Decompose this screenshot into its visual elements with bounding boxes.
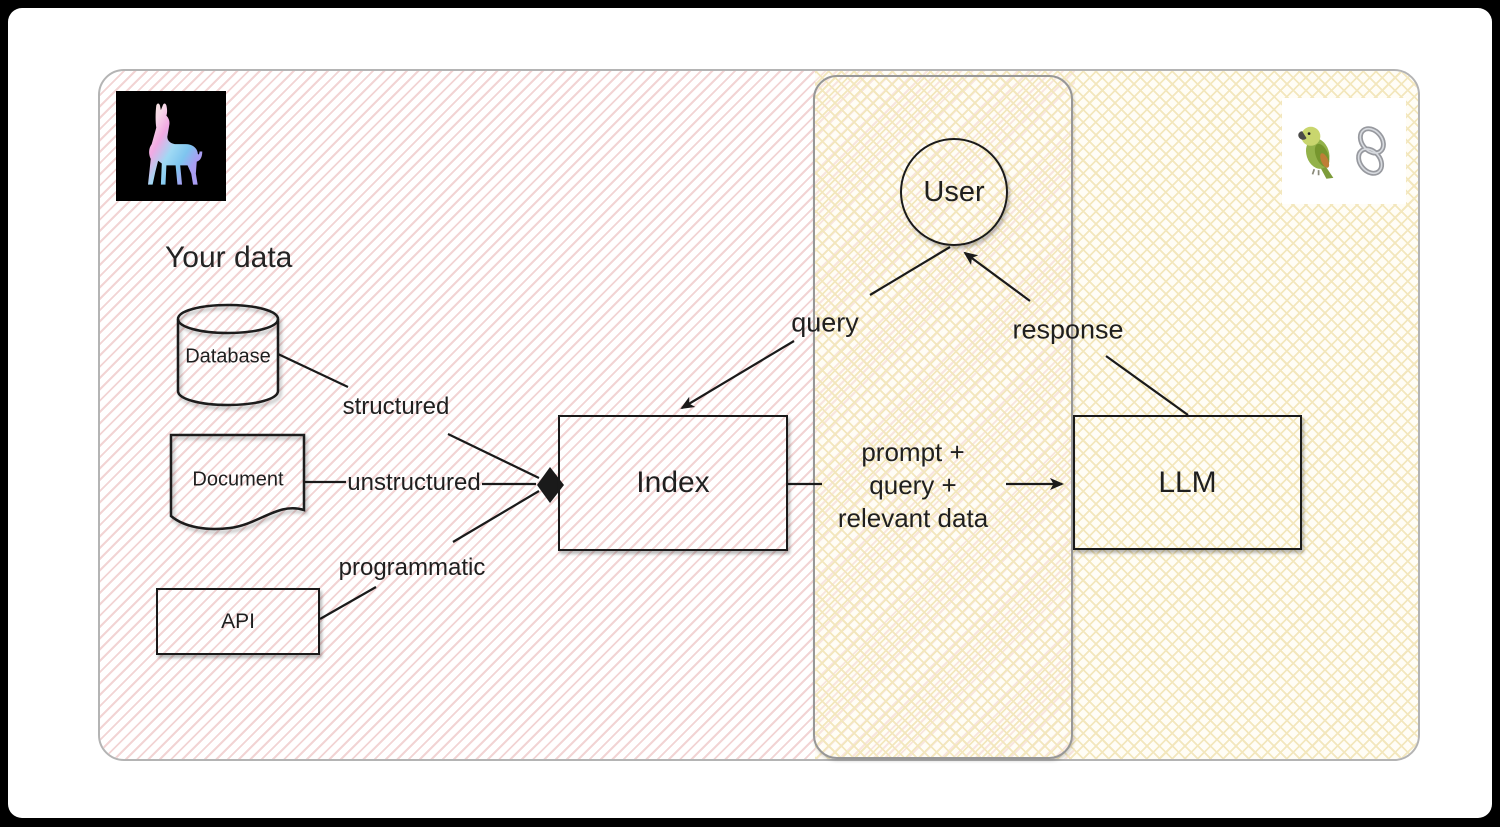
- response-edge-label: response: [1012, 314, 1124, 345]
- index-node: Index: [558, 415, 788, 551]
- user-node: User: [900, 138, 1008, 246]
- api-node: API: [156, 588, 320, 655]
- database-label: Database: [185, 345, 271, 368]
- document-label: Document: [192, 468, 284, 491]
- unstructured-edge-label: unstructured: [347, 469, 481, 496]
- slide-canvas: Index LLM API User Your data Database Do…: [8, 8, 1492, 818]
- index-label: Index: [636, 466, 710, 499]
- parrot-icon: [1298, 126, 1334, 179]
- query-edge-label: query: [791, 307, 859, 338]
- user-label: User: [923, 175, 985, 208]
- llm-node: LLM: [1073, 415, 1302, 550]
- prompt-line-1: prompt +: [861, 437, 965, 467]
- prompt-line-2: query +: [869, 470, 957, 500]
- llamaindex-logo: [116, 91, 226, 201]
- programmatic-edge-label: programmatic: [338, 554, 486, 581]
- prompt-edge-label: prompt + query + relevant data: [838, 436, 988, 535]
- llm-label: LLM: [1158, 465, 1217, 499]
- chain-link-icon: [1356, 126, 1386, 176]
- structured-edge-label: structured: [342, 393, 450, 420]
- api-label: API: [221, 609, 255, 633]
- llama-icon: [148, 103, 203, 185]
- prompt-line-3: relevant data: [837, 503, 989, 533]
- your-data-heading: Your data: [165, 241, 293, 274]
- user-interaction-panel: [813, 75, 1073, 759]
- langchain-logo: [1282, 98, 1406, 204]
